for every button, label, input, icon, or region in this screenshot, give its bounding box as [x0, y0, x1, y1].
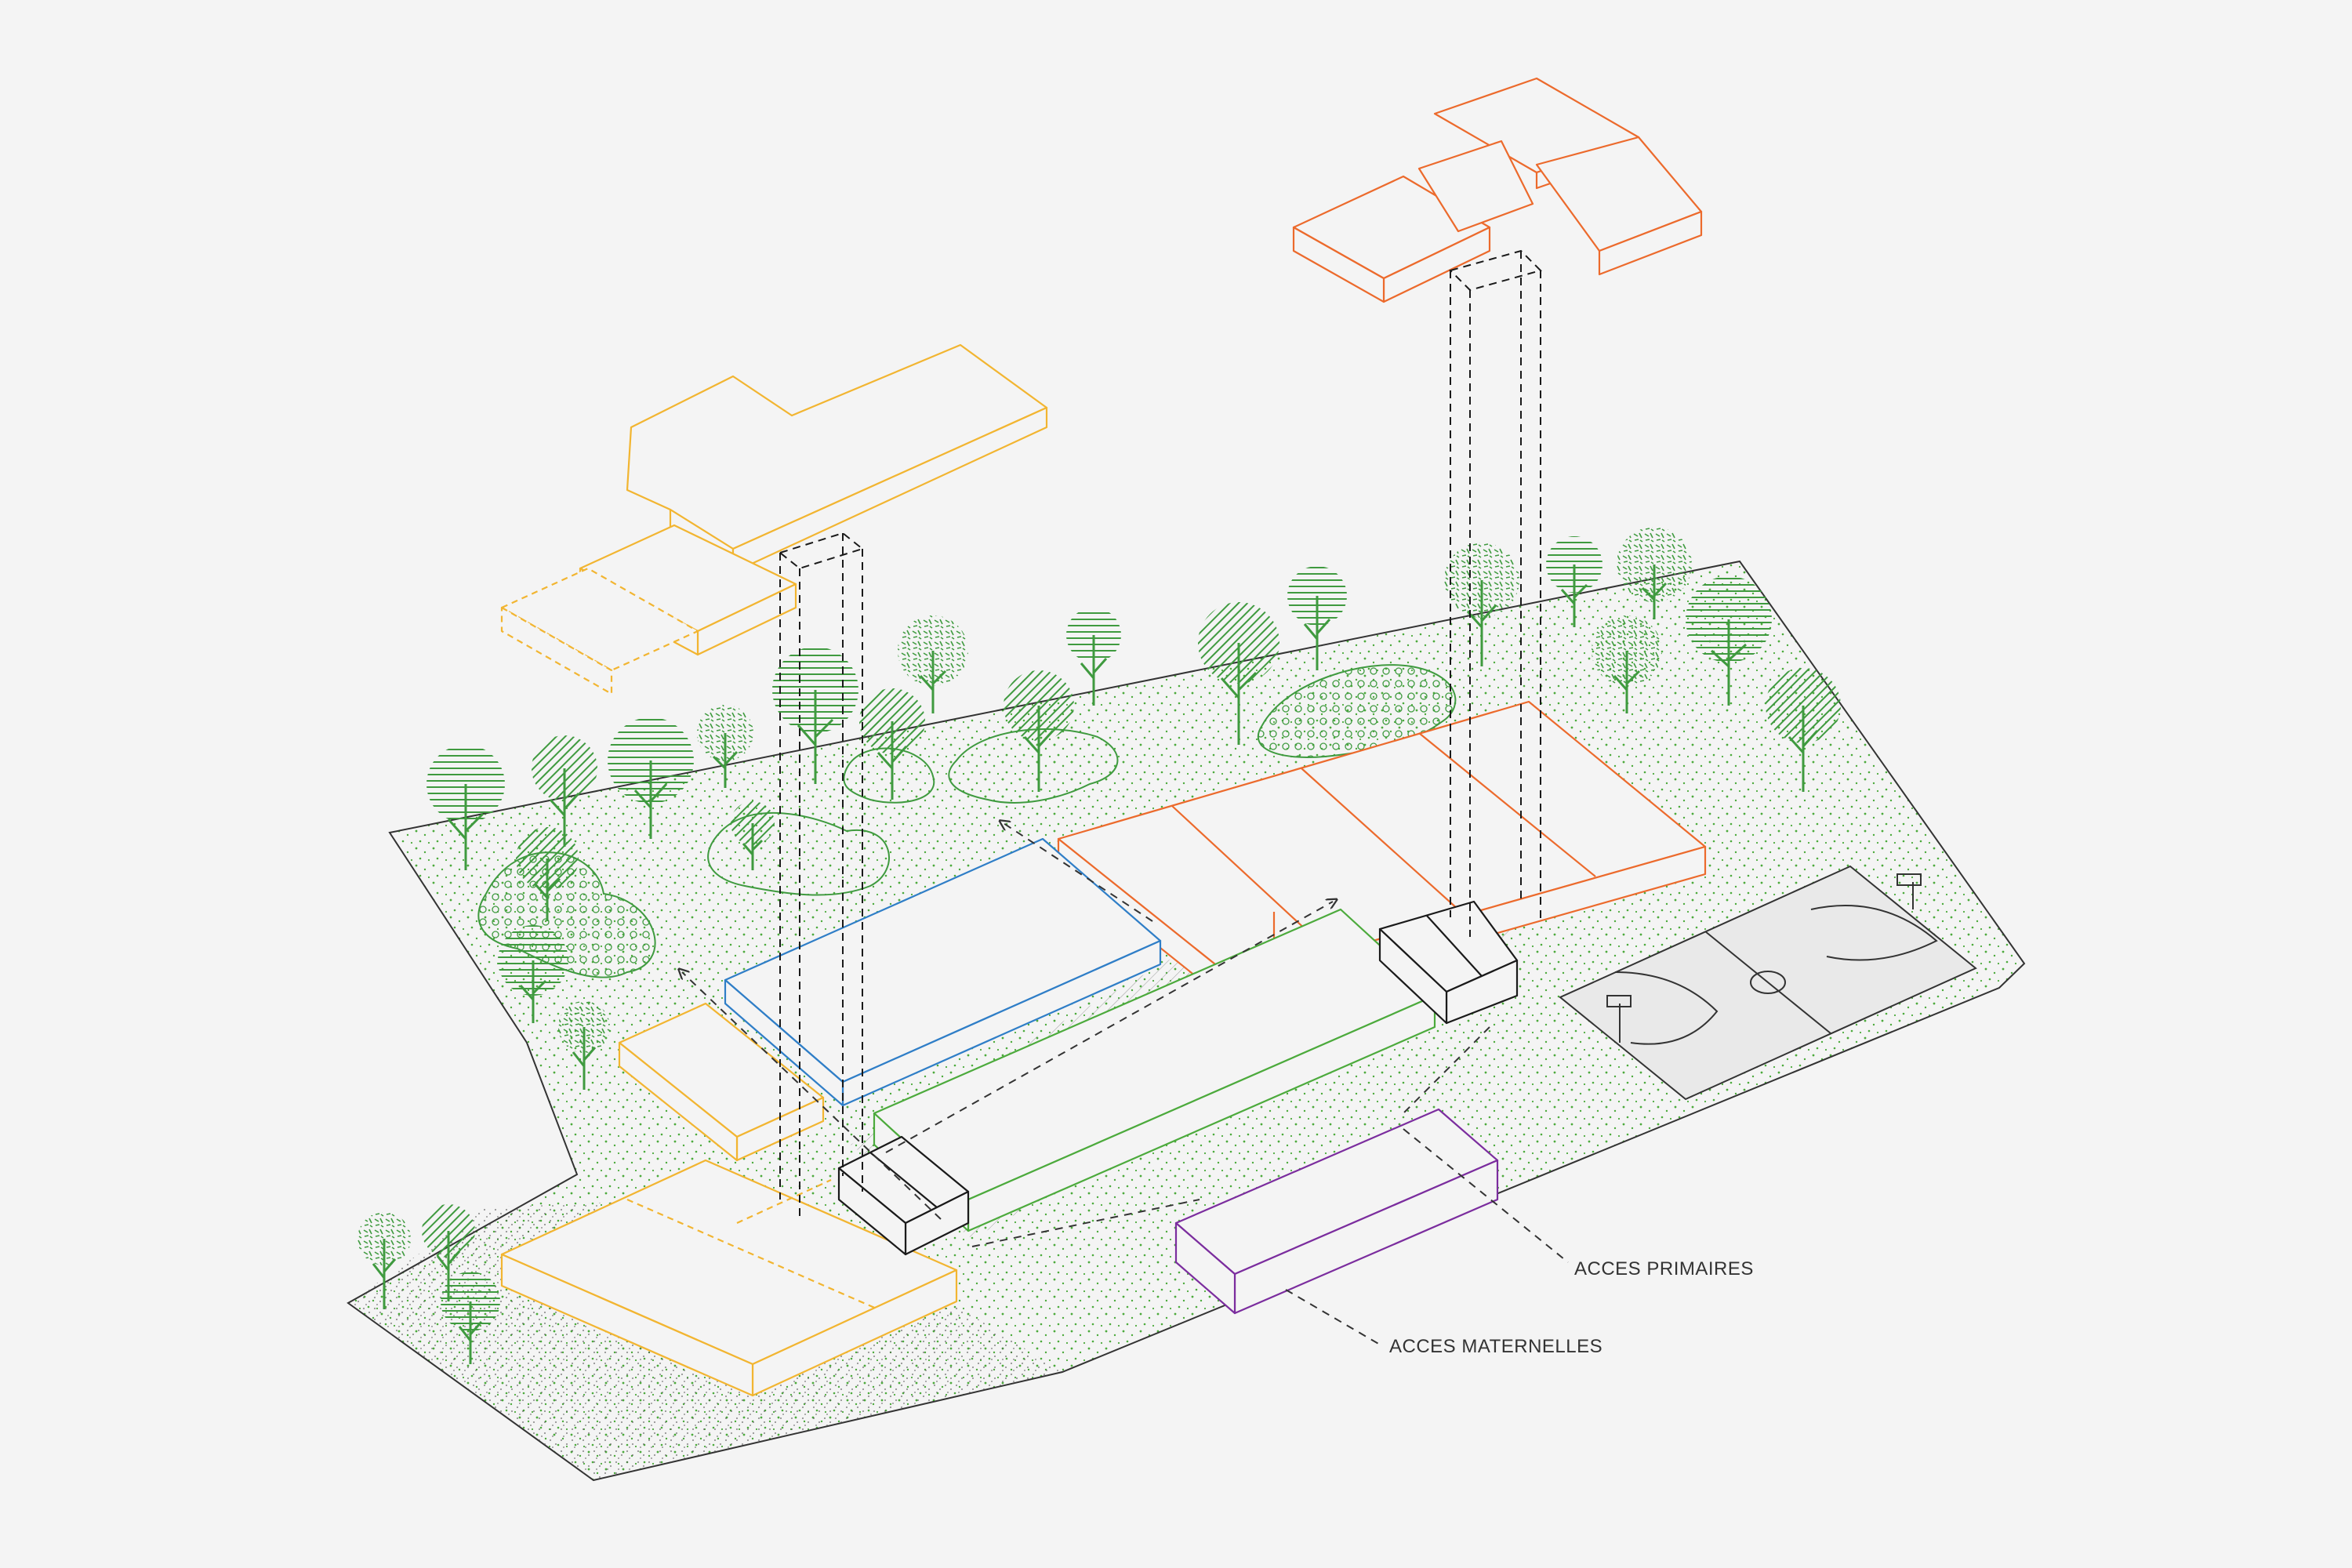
court-center-line — [1704, 931, 1831, 1034]
yellow-block-ground — [500, 1002, 958, 1397]
purple-block — [1174, 1108, 1499, 1315]
tree-icon — [1444, 543, 1519, 666]
tree-icon — [1592, 615, 1662, 713]
court-center-circle — [1750, 971, 1786, 994]
tree-icon — [498, 925, 568, 1023]
access-paths — [682, 823, 1569, 1345]
tree-icon — [358, 1212, 411, 1309]
tree-icon — [1546, 536, 1602, 627]
circulation-core-left — [837, 1135, 970, 1256]
circulation-core-right — [1378, 900, 1519, 1025]
basketball-hoop-icon — [1606, 995, 1632, 1043]
tree-icon — [697, 705, 753, 788]
shrub-mass-5 — [1257, 664, 1457, 758]
tree-icon — [859, 688, 925, 800]
tree-icon — [1287, 566, 1347, 670]
court-key-right — [1810, 905, 1938, 961]
tree-icon — [608, 717, 694, 839]
vertical-shafts — [778, 249, 1542, 1219]
tree-icon — [426, 745, 505, 870]
tree-icon — [422, 1204, 475, 1301]
basketball-hoop-icon — [1896, 873, 1922, 909]
basketball-court — [1559, 865, 1977, 1101]
tree-icon — [1198, 602, 1279, 745]
tree-icon — [1617, 527, 1692, 619]
yellow-upper-floor — [500, 343, 1048, 695]
orange-upper-floor — [1292, 77, 1703, 303]
vegetation — [358, 527, 1841, 1364]
ground-level-volumes — [500, 700, 1707, 1397]
tree-icon — [1686, 576, 1772, 706]
label-acces-maternelles: ACCES MATERNELLES — [1389, 1336, 1603, 1357]
upper-floor-volumes — [500, 77, 1703, 695]
tree-icon — [731, 801, 775, 870]
tree-icon — [441, 1272, 500, 1364]
tree-icon — [516, 827, 579, 921]
blue-block-ground — [724, 837, 1162, 1107]
tree-icon — [1004, 670, 1074, 792]
tree-icon — [1766, 668, 1841, 792]
tree-icon — [558, 1001, 610, 1090]
tree-icon — [772, 647, 858, 784]
shrub-mass-2 — [707, 811, 890, 896]
tree-icon — [898, 615, 968, 713]
tree-icon — [1066, 608, 1121, 706]
court-key-left — [1614, 971, 1719, 1045]
label-acces-primaires: ACCES PRIMAIRES — [1574, 1258, 1754, 1279]
